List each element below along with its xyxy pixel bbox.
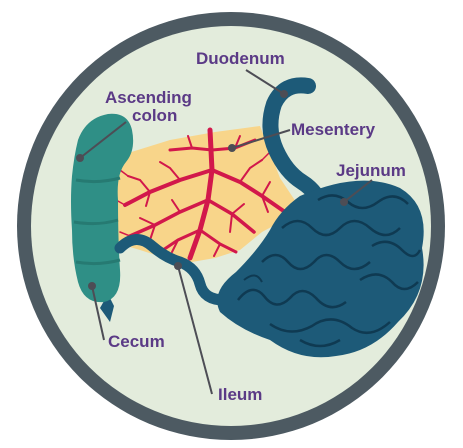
label-ileum: Ileum (218, 385, 262, 404)
label-colon: colon (132, 106, 177, 125)
label-jejunum: Jejunum (336, 161, 406, 180)
label-ascending: Ascending (105, 88, 192, 107)
label-mesentery: Mesentery (291, 120, 376, 139)
label-duodenum: Duodenum (196, 49, 285, 68)
label-cecum: Cecum (108, 332, 165, 351)
